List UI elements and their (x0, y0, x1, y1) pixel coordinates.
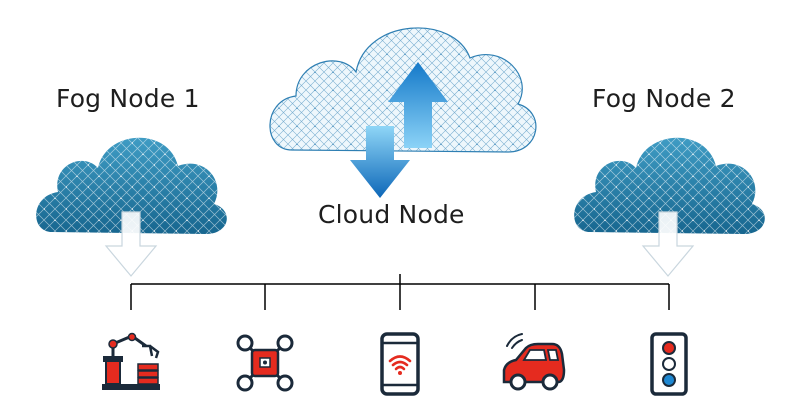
cloud-icon (36, 137, 227, 234)
cloud-node-label: Cloud Node (318, 200, 465, 229)
fog-node-2-label: Fog Node 2 (592, 84, 736, 113)
smartphone-wifi-icon (380, 332, 420, 396)
fog-node-1 (36, 137, 227, 277)
drone-icon (236, 334, 294, 392)
down-arrow-icon (641, 211, 695, 277)
down-arrow-icon (104, 211, 158, 277)
cloud-node (269, 27, 537, 198)
cloud-icon (574, 137, 765, 234)
fog-node-2 (574, 137, 765, 277)
upload-arrow-icon (388, 62, 448, 148)
fog-node-1-label: Fog Node 1 (56, 84, 200, 113)
connected-car-icon (502, 333, 566, 391)
device-bus (130, 274, 670, 310)
download-arrow-icon (350, 126, 410, 198)
traffic-light-icon (650, 332, 688, 396)
robot-arm-icon (102, 332, 160, 390)
